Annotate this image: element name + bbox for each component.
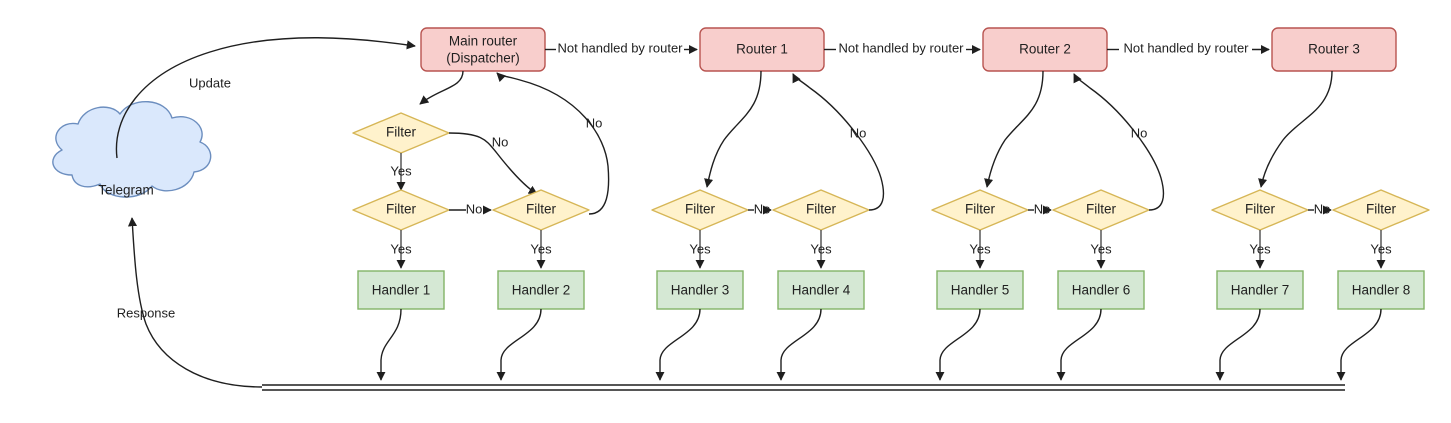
- router-3-node[interactable]: Router 3: [1271, 27, 1397, 72]
- edge-filter3-no-return: [496, 72, 610, 215]
- edge-label-yes-6: Yes: [1090, 241, 1112, 256]
- response-collector-bar: [262, 384, 1345, 391]
- edge-label-yes-4: Yes: [810, 241, 832, 256]
- handler-1-label: Handler 1: [372, 283, 431, 298]
- handler-4-label: Handler 4: [792, 283, 851, 298]
- edge-filter5-no-return: [792, 73, 885, 211]
- telegram-cloud: Telegram: [52, 100, 212, 198]
- edge-handler8-to-collector: [1336, 308, 1382, 381]
- edge-label-no-r2-return: No: [1131, 125, 1148, 140]
- edge-router1-to-filter: [704, 70, 762, 188]
- edge-label-response: Response: [117, 305, 176, 320]
- filter-8-node[interactable]: Filter: [1211, 189, 1309, 231]
- handler-6-label: Handler 6: [1072, 283, 1131, 298]
- edge-label-yes-8: Yes: [1370, 241, 1392, 256]
- edge-label-yes-3: Yes: [689, 241, 711, 256]
- handler-6-node[interactable]: Handler 6: [1057, 270, 1145, 310]
- edge-handler3-to-collector: [655, 308, 701, 381]
- edge-handler5-to-collector: [935, 308, 981, 381]
- edge-label-yes-2: Yes: [530, 241, 552, 256]
- main-router-label-line2: (Dispatcher): [446, 51, 520, 66]
- filter-5-node[interactable]: Filter: [772, 189, 870, 231]
- handler-8-node[interactable]: Handler 8: [1337, 270, 1425, 310]
- edge-label-yes-top: Yes: [390, 163, 412, 178]
- filter-1-label: Filter: [386, 125, 417, 140]
- edge-router2-to-filter: [984, 70, 1044, 188]
- router-1-label: Router 1: [736, 42, 788, 57]
- router-2-node[interactable]: Router 2: [982, 27, 1108, 72]
- filter-3-node[interactable]: Filter: [492, 189, 590, 231]
- filter-9-label: Filter: [1366, 202, 1397, 217]
- edge-label-yes-5: Yes: [969, 241, 991, 256]
- edge-update: [115, 37, 416, 159]
- edge-label-no-r1: No: [754, 201, 771, 216]
- main-router-node[interactable]: Main router (Dispatcher): [420, 27, 546, 72]
- edge-label-no-r3: No: [1314, 201, 1331, 216]
- filter-1-node[interactable]: Filter: [352, 112, 450, 154]
- filter-9-node[interactable]: Filter: [1332, 189, 1430, 231]
- handler-4-node[interactable]: Handler 4: [777, 270, 865, 310]
- edge-handler7-to-collector: [1215, 308, 1261, 381]
- main-router-label-line1: Main router: [449, 34, 518, 49]
- edge-handler1-to-collector: [376, 308, 402, 381]
- handler-8-label: Handler 8: [1352, 283, 1411, 298]
- handler-2-label: Handler 2: [512, 283, 571, 298]
- edge-label-no-r1-return: No: [850, 125, 867, 140]
- handler-1-node[interactable]: Handler 1: [357, 270, 445, 310]
- edge-label-not-handled-2: Not handled by router: [838, 40, 964, 55]
- edge-label-update: Update: [189, 75, 231, 90]
- router-1-node[interactable]: Router 1: [699, 27, 825, 72]
- edge-filter1-no: [448, 132, 538, 195]
- filter-7-node[interactable]: Filter: [1052, 189, 1150, 231]
- handler-3-label: Handler 3: [671, 283, 730, 298]
- handler-3-node[interactable]: Handler 3: [656, 270, 744, 310]
- handler-7-label: Handler 7: [1231, 283, 1290, 298]
- edge-main-to-filter-top: [419, 70, 464, 105]
- telegram-label: Telegram: [98, 183, 154, 198]
- filter-7-label: Filter: [1086, 202, 1117, 217]
- edge-label-no-2: No: [466, 201, 483, 216]
- edge-label-yes-7: Yes: [1249, 241, 1271, 256]
- filter-5-label: Filter: [806, 202, 837, 217]
- handler-5-node[interactable]: Handler 5: [936, 270, 1024, 310]
- handler-5-label: Handler 5: [951, 283, 1010, 298]
- edge-label-yes-1: Yes: [390, 241, 412, 256]
- filter-2-label: Filter: [386, 202, 417, 217]
- edge-response: [127, 217, 263, 388]
- filter-2-node[interactable]: Filter: [352, 189, 450, 231]
- edge-label-not-handled-1: Not handled by router: [557, 40, 683, 55]
- router-3-label: Router 3: [1308, 42, 1360, 57]
- edge-handler6-to-collector: [1056, 308, 1102, 381]
- handler-2-node[interactable]: Handler 2: [497, 270, 585, 310]
- edge-label-no-1: No: [492, 134, 509, 149]
- edge-label-no-main-return: No: [586, 115, 603, 130]
- router-2-label: Router 2: [1019, 42, 1071, 57]
- edge-router3-to-filter: [1258, 70, 1333, 188]
- filter-6-label: Filter: [965, 202, 996, 217]
- edge-handler2-to-collector: [496, 308, 542, 381]
- edge-handler4-to-collector: [776, 308, 822, 381]
- edge-label-not-handled-3: Not handled by router: [1123, 40, 1249, 55]
- filter-3-label: Filter: [526, 202, 557, 217]
- filter-8-label: Filter: [1245, 202, 1276, 217]
- edge-label-no-r2: No: [1034, 201, 1051, 216]
- edge-filter7-no-return: [1073, 73, 1165, 211]
- filter-4-node[interactable]: Filter: [651, 189, 749, 231]
- handler-7-node[interactable]: Handler 7: [1216, 270, 1304, 310]
- filter-4-label: Filter: [685, 202, 716, 217]
- filter-6-node[interactable]: Filter: [931, 189, 1029, 231]
